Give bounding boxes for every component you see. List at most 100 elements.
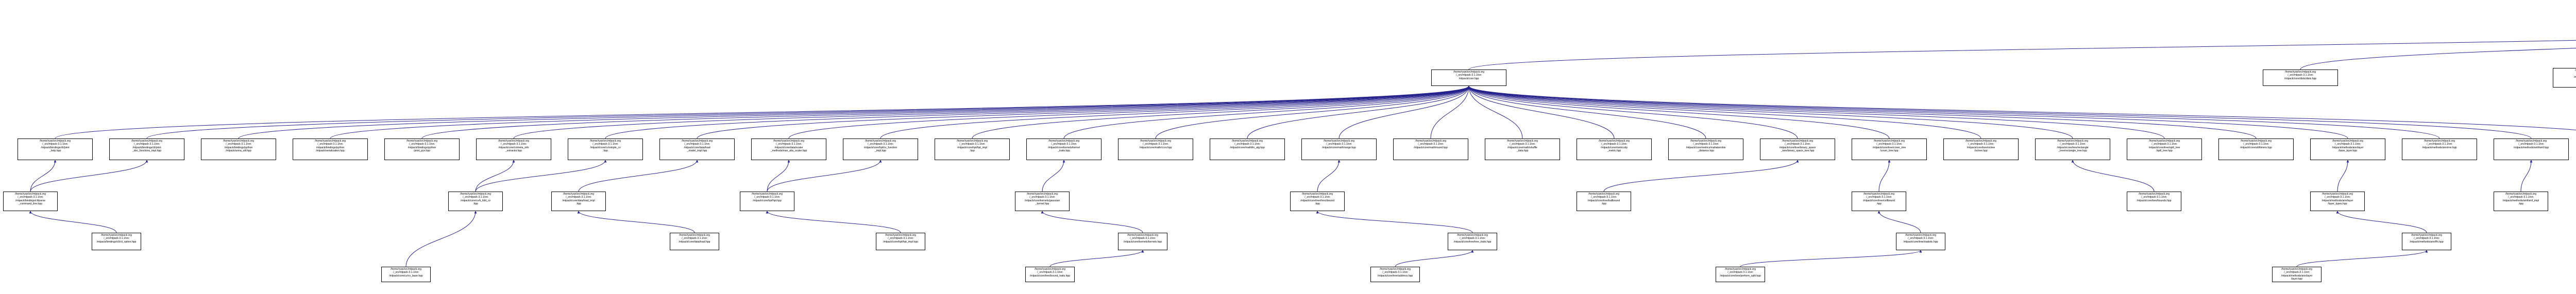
graph-node[interactable]: /home/ryan/src/mlpack.org /_src/mlpack-3… [1896,233,1945,250]
graph-edge [238,85,1470,139]
graph-edge [1467,85,2532,139]
graph-edge [30,160,148,192]
graph-node[interactable]: /home/ryan/src/mlpack.org /_src/mlpack-3… [1301,139,1377,160]
graph-node[interactable]: /home/ryan/src/mlpack.org /_src/mlpack-3… [1852,192,1906,211]
graph-node[interactable]: /home/ryan/src/mlpack.org /_src/mlpack-3… [1015,192,1070,211]
graph-edge [1467,85,1890,139]
graph-node[interactable]: /home/ryan/src/mlpack.org /_src/mlpack-3… [1290,192,1345,211]
graph-edge [577,211,695,233]
graph-edge [972,85,1470,139]
graph-edge [2520,160,2533,192]
graph-node[interactable]: /home/ryan/src/mlpack.org /_src/mlpack-3… [1716,267,1765,282]
graph-node[interactable]: /home/ryan/src/mlpack.org /_src/mlpack-3… [843,139,918,160]
graph-node[interactable]: /home/ryan/src/mlpack.org /_src/mlpack-3… [448,192,503,211]
graph-node[interactable]: /home/ryan/src/mlpack.org /_src/mlpack-3… [1485,139,1560,160]
graph-edge [421,85,1470,139]
graph-node[interactable]: /home/ryan/src/mlpack.org /_src/mlpack-3… [2035,139,2110,160]
graph-edge [1740,250,1922,267]
graph-node[interactable]: /home/ryan/src/mlpack.org /_src/mlpack-3… [384,139,460,160]
graph-edge [1467,85,1981,139]
graph-node[interactable]: /home/ryan/src/mlpack.org /_src/mlpack-3… [2494,192,2548,211]
graph-edge [1155,85,1470,139]
graph-node[interactable]: /home/ryan/src/mlpack.org /_src/mlpack-3… [2402,233,2451,250]
graph-edge [1338,85,1470,139]
graph-node[interactable]: /home/ryan/src/mlpack.org /_src/mlpack-3… [568,139,643,160]
graph-edge [1878,160,1891,192]
graph-node[interactable]: /home/ryan/src/mlpack.org /_src/mlpack-3… [2553,68,2576,88]
graph-edge [767,160,882,192]
graph-edge [475,160,515,192]
graph-edge [513,85,1470,139]
graph-node[interactable]: /home/ryan/src/mlpack.org /_src/mlpack-3… [1431,70,1506,86]
graph-node[interactable]: /home/ryan/src/mlpack.org /_src/mlpack-3… [551,192,606,211]
graph-node[interactable]: /home/ryan/src/mlpack.org /_src/mlpack-3… [1668,139,1743,160]
graph-node[interactable]: /home/ryan/src/mlpack.org /_src/mlpack-3… [1118,233,1167,250]
graph-edge [1041,211,1143,233]
graph-edge [146,85,1470,139]
graph-node[interactable]: /home/ryan/src/mlpack.org /_src/mlpack-3… [476,139,551,160]
graph-edge [29,211,117,233]
graph-node[interactable]: /home/ryan/src/mlpack.org /_src/mlpack-3… [381,267,431,282]
graph-edge [766,211,901,233]
graph-node[interactable]: /home/ryan/src/mlpack.org /_src/mlpack-3… [2272,267,2321,282]
graph-edge [55,85,1470,139]
graph-edge [1063,85,1470,139]
graph-node[interactable]: /home/ryan/src/mlpack.org /_src/mlpack-3… [293,139,368,160]
graph-edge [788,85,1470,139]
graph-edge [578,160,699,192]
graph-edge [1049,250,1144,267]
graph-node[interactable]: /home/ryan/src/mlpack.org /_src/mlpack-3… [935,139,1010,160]
graph-edge [2336,211,2427,233]
graph-edge [2071,160,2155,192]
graph-node[interactable]: /home/ryan/src/mlpack.org /_src/mlpack-3… [1210,139,1285,160]
graph-edge [2296,250,2428,267]
graph-node[interactable]: /home/ryan/src/mlpack.org /_src/mlpack-3… [1760,139,1835,160]
graph-edge [880,85,1470,139]
graph-edge [1467,85,2576,131]
graph-node[interactable]: /home/ryan/src/mlpack.org /_src/mlpack-3… [659,139,735,160]
graph-edge [1467,85,2440,139]
graph-node[interactable]: /home/ryan/src/mlpack.org /_src/mlpack-3… [201,139,276,160]
graph-node[interactable]: /home/ryan/src/mlpack.org /_src/mlpack-3… [2310,192,2365,211]
graph-edge [1395,250,1474,267]
graph-node[interactable]: /home/ryan/src/mlpack.org /_src/mlpack-3… [1026,139,1101,160]
graph-node[interactable]: /home/ryan/src/mlpack.org /_src/mlpack-3… [1577,192,1631,211]
graph-edge [1603,160,1799,192]
graph-node[interactable]: /home/ryan/src/mlpack.org /_src/mlpack-3… [1577,139,1652,160]
graph-node[interactable]: /home/ryan/src/mlpack.org /_src/mlpack-3… [670,233,719,250]
graph-node[interactable]: /home/ryan/src/mlpack.org /_src/mlpack-3… [2263,70,2338,86]
graph-node[interactable]: /home/ryan/src/mlpack.org /_src/mlpack-3… [2402,139,2477,160]
graph-node[interactable]: /home/ryan/src/mlpack.org /_src/mlpack-3… [1448,233,1497,250]
graph-node[interactable]: /home/ryan/src/mlpack.org /_src/mlpack-3… [1370,267,1420,282]
graph-node[interactable]: /home/ryan/src/mlpack.org /_src/mlpack-3… [3,192,58,211]
graph-edge [605,85,1470,139]
graph-node[interactable]: /home/ryan/src/mlpack.org /_src/mlpack-3… [2310,139,2385,160]
graph-edge [1467,85,2165,139]
graph-edge [1467,85,1523,139]
graph-node[interactable]: /home/ryan/src/mlpack.org /_src/mlpack-3… [1118,139,1193,160]
graph-node[interactable]: /home/ryan/src/mlpack.org /_src/mlpack-3… [2127,192,2181,211]
graph-node[interactable]: /home/ryan/src/mlpack.org /_src/mlpack-3… [1852,139,1927,160]
graph-node[interactable]: /home/ryan/src/mlpack.org /_src/mlpack-3… [2127,139,2202,160]
graph-edge [1467,85,1706,139]
graph-node[interactable]: /home/ryan/src/mlpack.org /_src/mlpack-3… [751,139,826,160]
graph-edge [330,85,1470,139]
graph-edge [2300,48,2576,70]
graph-node[interactable]: /home/ryan/src/mlpack.org /_src/mlpack-3… [876,233,925,250]
graph-edge [1467,85,2348,139]
graph-node[interactable]: /home/ryan/src/mlpack.org /_src/mlpack-3… [92,233,141,250]
graph-node[interactable]: /home/ryan/src/mlpack.org /_src/mlpack-3… [1943,139,2019,160]
graph-node[interactable]: /home/ryan/src/mlpack.org /_src/mlpack-3… [2218,139,2294,160]
graph-node[interactable]: /home/ryan/src/mlpack.org /_src/mlpack-3… [1393,139,1468,160]
graph-edge [2337,160,2349,192]
graph-edge [1247,85,1470,139]
graph-node[interactable]: /home/ryan/src/mlpack.org /_src/mlpack-3… [1025,267,1075,282]
graph-edge [1467,85,2073,139]
graph-node[interactable]: /home/ryan/src/mlpack.org /_src/mlpack-3… [18,139,93,160]
graph-edge [1468,40,2576,70]
graph-node[interactable]: /home/ryan/src/mlpack.org /_src/mlpack-3… [740,192,794,211]
graph-edge [1316,211,1473,233]
graph-node[interactable]: /home/ryan/src/mlpack.org /_src/mlpack-3… [2494,139,2569,160]
graph-node[interactable]: /home/ryan/src/mlpack.org /_src/mlpack-3… [109,139,184,160]
